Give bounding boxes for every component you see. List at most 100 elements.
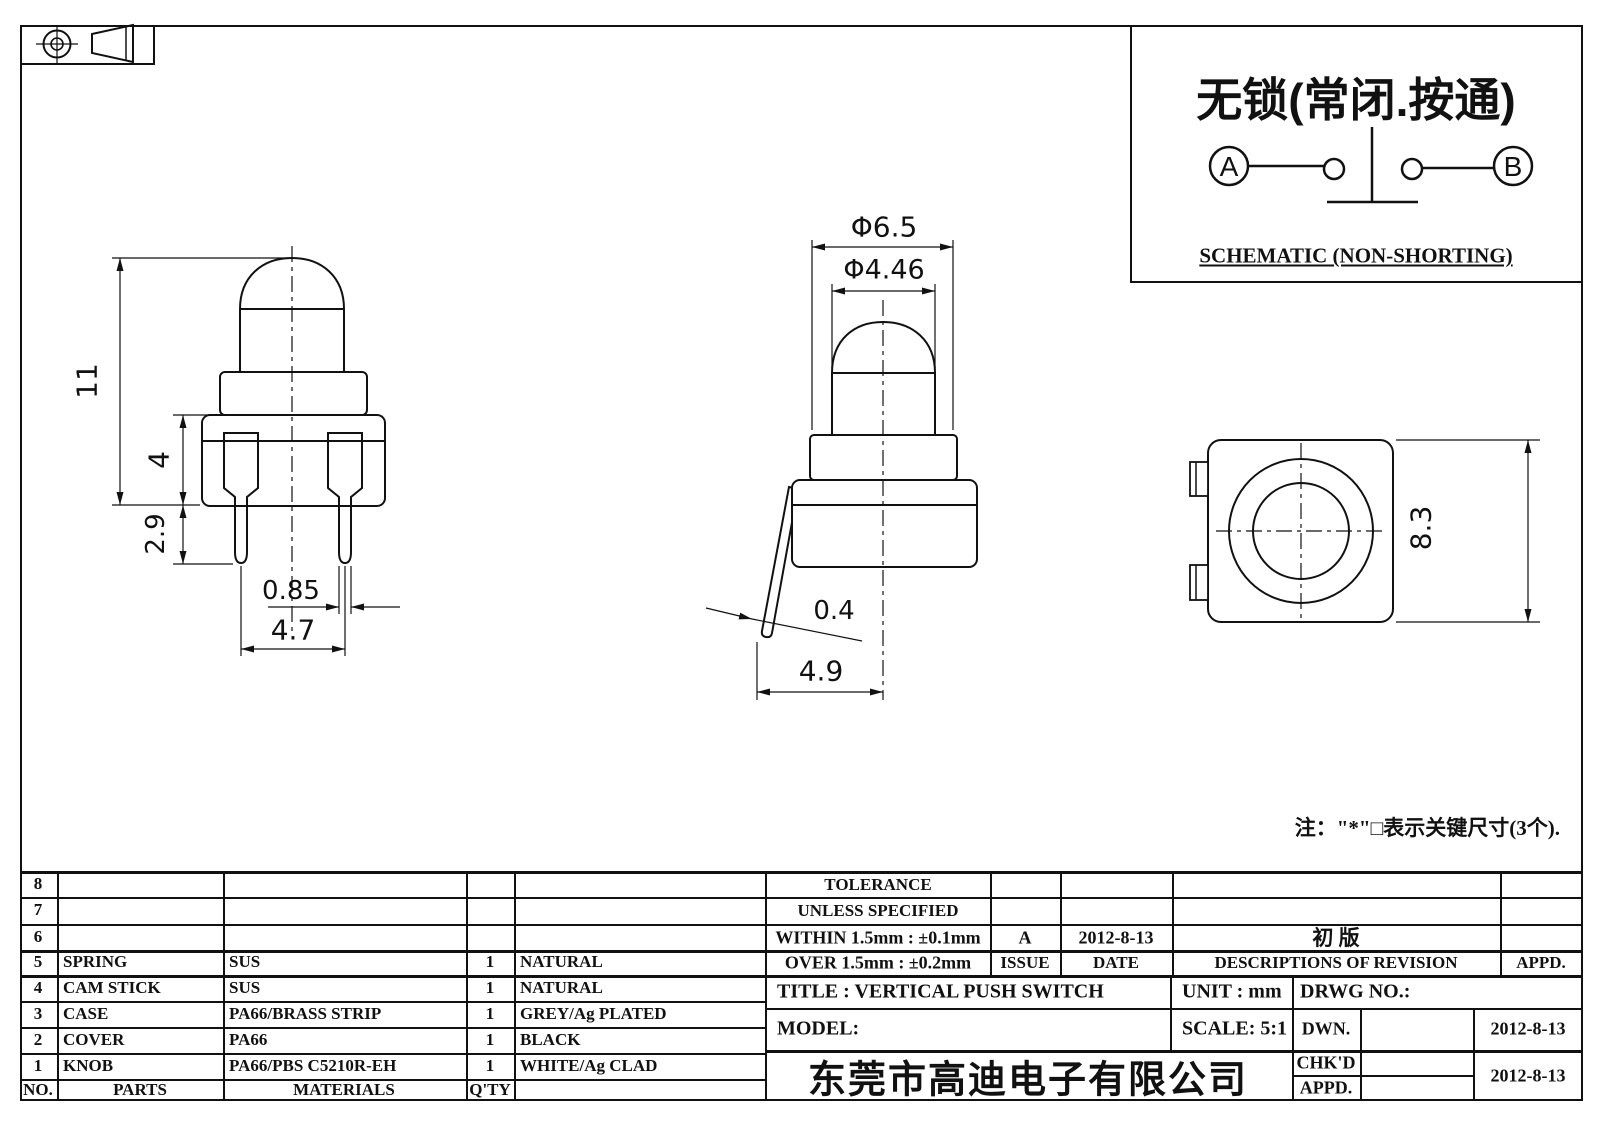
- header-qty: Q'TY: [469, 1080, 511, 1099]
- part-row-name: SPRING: [63, 952, 128, 971]
- part-row-qty: 1: [485, 952, 495, 971]
- projection-symbol-box: [20, 25, 155, 65]
- date-label: DATE: [1093, 953, 1139, 972]
- part-row-color: NATURAL: [520, 952, 603, 971]
- table-grid-line: [1292, 1075, 1473, 1077]
- table-grid-line: [20, 871, 1583, 874]
- part-row-material: PA66/BRASS STRIP: [229, 1004, 382, 1023]
- part-row-color: BLACK: [520, 1030, 581, 1049]
- schematic-title: 无锁(常闭.按通): [1196, 74, 1516, 126]
- unit-label: UNIT : mm: [1182, 980, 1282, 1003]
- part-row-qty: 1: [485, 1004, 495, 1023]
- part-row-no: 3: [33, 1004, 43, 1023]
- dim-pin-pitch: 4.7: [270, 613, 316, 647]
- part-row-qty: 1: [485, 978, 495, 997]
- front-pin-left: [223, 432, 259, 565]
- table-grid-line: [20, 1079, 765, 1081]
- side-body: [791, 479, 978, 568]
- sheet-frame: [20, 25, 1583, 1101]
- model-label: MODEL:: [777, 1017, 860, 1040]
- revision-description: 初 版: [1312, 926, 1360, 950]
- leader-04-arrow: [705, 607, 753, 620]
- terminal-b-label: B: [1503, 151, 1523, 182]
- dim-body-size: 8.3: [1404, 505, 1438, 551]
- dim-stick-thickness: 0.4: [813, 596, 855, 626]
- table-grid-line: [1060, 871, 1062, 975]
- header-materials: MATERIALS: [293, 1080, 395, 1099]
- dim-knob-dia: Φ4.46: [843, 254, 925, 286]
- part-row-qty: 1: [485, 1056, 495, 1075]
- tolerance-over: OVER 1.5mm : ±0.2mm: [784, 952, 972, 973]
- dim-pin-length: 2.9: [141, 513, 171, 555]
- table-grid-line: [20, 950, 1583, 953]
- appd-label: APPD.: [1299, 1077, 1353, 1098]
- top-tab-upper: [1189, 461, 1209, 497]
- table-grid-line: [20, 1053, 765, 1055]
- part-row-no: 6: [33, 927, 43, 946]
- part-row-name: KNOB: [63, 1056, 114, 1075]
- dwn-label: DWN.: [1301, 1018, 1351, 1039]
- schematic-caption: SCHEMATIC (NON-SHORTING): [1199, 243, 1513, 268]
- dim-total-height: 11: [70, 363, 104, 399]
- table-grid-line: [1172, 871, 1174, 975]
- title-label: TITLE : VERTICAL PUSH SWITCH: [777, 980, 1104, 1003]
- contact-left: [1322, 157, 1346, 181]
- table-grid-line: [57, 871, 59, 1101]
- table-grid-line: [765, 1050, 1583, 1053]
- part-row-no: 5: [33, 952, 43, 971]
- actuator: [1327, 127, 1418, 204]
- table-grid-line: [765, 1008, 1583, 1010]
- chkd-label: CHK'D: [1296, 1052, 1356, 1073]
- dim-outer-dia: Φ6.5: [850, 210, 918, 244]
- table-grid-line: [1292, 975, 1294, 1101]
- drwg-no-label: DRWG NO.:: [1300, 980, 1411, 1003]
- dim-pin-width: 0.85: [262, 576, 320, 606]
- part-row-material: SUS: [229, 978, 261, 997]
- table-grid-line: [223, 871, 225, 1101]
- table-grid-line: [20, 975, 1583, 978]
- part-row-name: COVER: [63, 1030, 125, 1049]
- descriptions-label: DESCRIPTIONS OF REVISION: [1214, 953, 1458, 972]
- top-view: [1189, 439, 1540, 623]
- part-row-color: NATURAL: [520, 978, 603, 997]
- tolerance-line1: TOLERANCE: [824, 875, 932, 894]
- part-row-no: 7: [33, 900, 43, 919]
- side-view: [705, 240, 978, 700]
- table-grid-line: [20, 1027, 765, 1029]
- table-grid-line: [466, 871, 468, 1101]
- part-row-no: 4: [33, 978, 43, 997]
- table-grid-line: [514, 871, 516, 1101]
- part-row-material: SUS: [229, 952, 261, 971]
- part-row-color: WHITE/Ag CLAD: [520, 1056, 658, 1075]
- table-grid-line: [1500, 871, 1502, 975]
- part-row-name: CASE: [63, 1004, 109, 1023]
- key-dimension-note: 注："*"□表示关键尺寸(3个).: [1294, 816, 1560, 840]
- issue-value: A: [1018, 927, 1032, 948]
- table-grid-line: [20, 1001, 765, 1003]
- ext-lines-47: [240, 566, 346, 656]
- table-grid-line: [765, 871, 767, 1101]
- side-cam-stick: [760, 485, 800, 639]
- front-pin-right: [327, 432, 363, 565]
- tolerance-within: WITHIN 1.5mm : ±0.1mm: [775, 927, 981, 948]
- part-row-qty: 1: [485, 1030, 495, 1049]
- top-tab-lower: [1189, 564, 1209, 601]
- header-no: NO.: [23, 1080, 53, 1099]
- table-grid-line: [1170, 975, 1172, 1050]
- contact-right: [1400, 157, 1424, 181]
- schematic-circuit: [1208, 127, 1534, 204]
- chkd-date: 2012-8-13: [1490, 1065, 1566, 1086]
- dwn-date: 2012-8-13: [1490, 1018, 1566, 1039]
- part-row-no: 2: [33, 1030, 43, 1049]
- projection-truncated-cone-icon: [91, 23, 134, 64]
- part-row-material: PA66/PBS C5210R-EH: [229, 1056, 397, 1075]
- ext-lines-65: [811, 240, 954, 430]
- part-row-material: PA66: [229, 1030, 268, 1049]
- revision-date: 2012-8-13: [1078, 927, 1154, 948]
- ext-lines-83: [1396, 439, 1540, 623]
- front-body: [201, 414, 386, 507]
- table-grid-line: [1473, 1008, 1475, 1101]
- terminal-b-circle: [1492, 145, 1534, 187]
